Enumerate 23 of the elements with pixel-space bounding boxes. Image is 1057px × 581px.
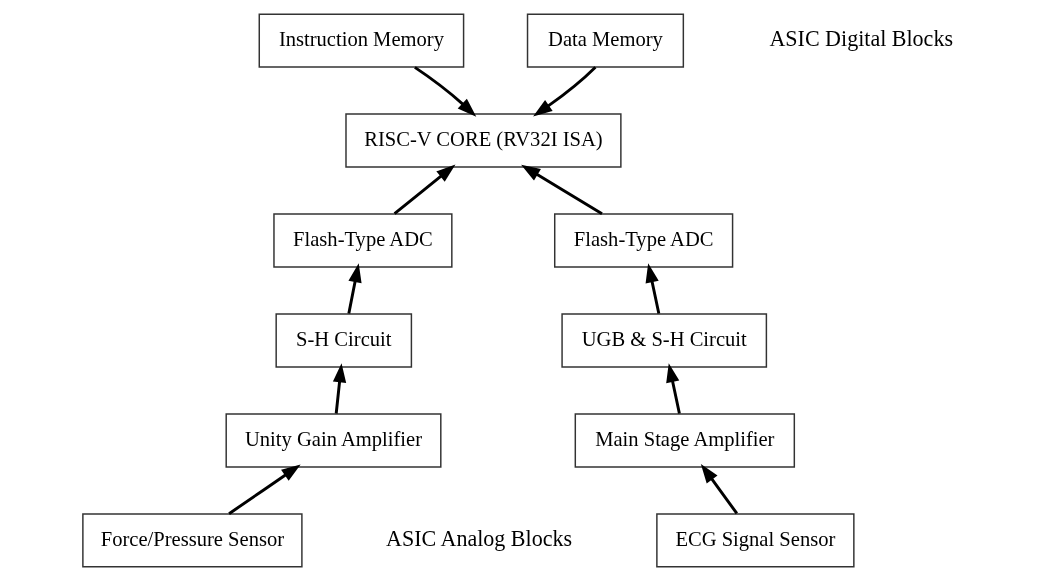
arrow [520,164,603,216]
arrow [227,464,301,515]
node-box: Main Stage Amplifier [574,413,795,468]
arrow [332,363,346,414]
node-box: S-H Circuit [274,313,412,368]
node-box: Data Memory [526,13,684,68]
node-box: Flash-Type ADC [553,213,733,268]
arrow [413,66,476,117]
node-box: Instruction Memory [258,13,464,68]
arrow [532,66,596,117]
node-box: Flash-Type ADC [272,213,453,268]
arrow [645,263,660,314]
node-box: Force/Pressure Sensor [81,513,303,568]
label: ASIC Analog Blocks [385,525,572,551]
label: ASIC Digital Blocks [768,25,953,51]
arrow [665,363,681,414]
arrow [393,164,455,215]
node-box: Unity Gain Amplifier [224,413,442,468]
node-box: UGB & S-H Circuit [560,313,767,368]
arrow [700,463,738,515]
node-box: ECG Signal Sensor [655,513,855,568]
node-box: RISC-V CORE (RV32I ISA) [344,113,622,168]
arrow [346,263,362,314]
